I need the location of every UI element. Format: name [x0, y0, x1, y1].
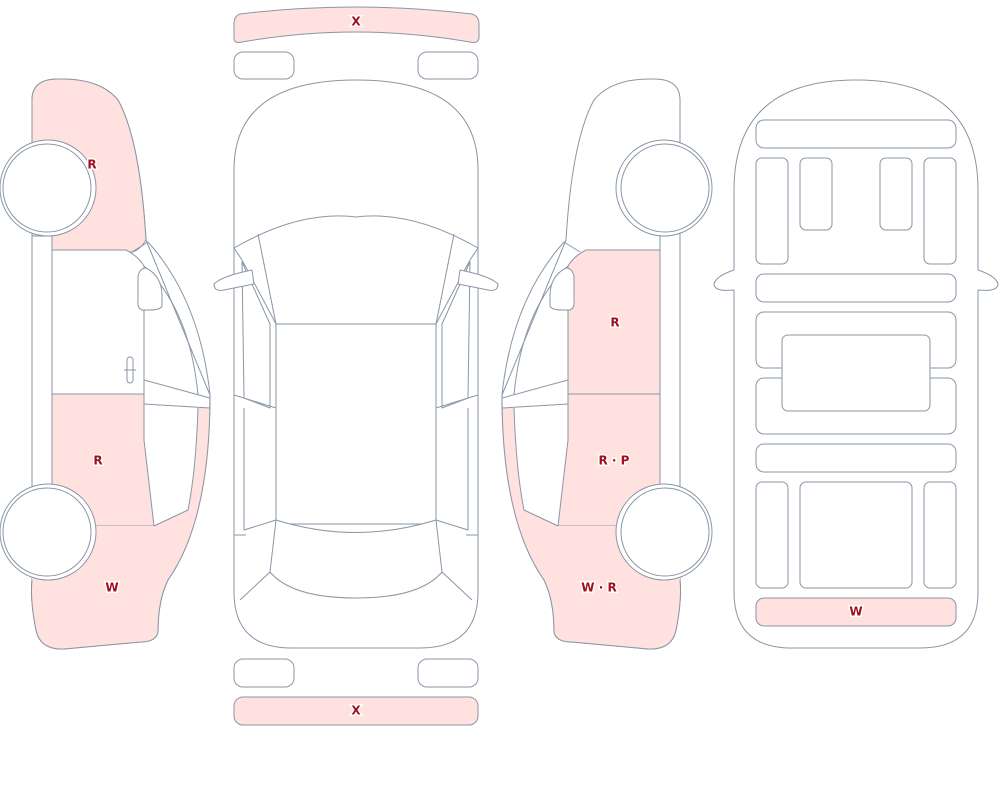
- right-rear-quarter-label: W · R: [581, 581, 616, 595]
- floor-panel-rear-label: W: [849, 605, 862, 619]
- right-front-door-label: R: [610, 316, 619, 330]
- rear-left-lamp[interactable]: [233, 658, 295, 688]
- rear-window[interactable]: [269, 519, 443, 599]
- floor-panel-front[interactable]: [755, 119, 957, 149]
- floor-panel-right-front[interactable]: [923, 157, 957, 265]
- floor-panel-left-rear[interactable]: [755, 481, 789, 589]
- underbody-view: W: [713, 79, 999, 649]
- right-side-view: R R · P W · R: [501, 78, 713, 650]
- left-rear-door-label: R: [93, 454, 102, 468]
- right-rear-door-label: R · P: [599, 454, 630, 468]
- floor-crossmember-rear[interactable]: [755, 443, 957, 473]
- left-rear-quarter-label: W: [105, 581, 118, 595]
- floor-panel-left-front[interactable]: [755, 157, 789, 265]
- front-right-lamp[interactable]: [417, 51, 479, 80]
- floor-panel-seat-left[interactable]: [799, 157, 833, 231]
- left-rear-quarter[interactable]: [31, 408, 211, 650]
- rear-right-lamp[interactable]: [417, 658, 479, 688]
- right-rear-quarter[interactable]: [502, 408, 681, 650]
- floor-crossmember-front[interactable]: [755, 273, 957, 303]
- top-right-mirror[interactable]: [457, 269, 499, 291]
- floor-spare-tire-well[interactable]: [799, 481, 913, 589]
- floor-panel-seat-right[interactable]: [879, 157, 913, 231]
- left-side-view: R R W: [0, 78, 211, 650]
- front-bumper-group[interactable]: X: [233, 6, 480, 43]
- front-bumper-label: X: [351, 15, 361, 29]
- rear-bumper-panel[interactable]: [233, 696, 479, 726]
- right-side-mirror[interactable]: [549, 267, 575, 311]
- rear-bumper-group[interactable]: X: [233, 696, 479, 726]
- left-front-fender-label: R: [87, 158, 96, 172]
- left-side-mirror[interactable]: [137, 267, 163, 311]
- rear-bumper-label: X: [351, 704, 361, 718]
- top-left-mirror[interactable]: [213, 269, 255, 291]
- front-left-lamp[interactable]: [233, 51, 295, 80]
- front-bumper-panel[interactable]: [233, 6, 480, 43]
- top-view-car: [213, 79, 499, 649]
- floor-panel-rear[interactable]: [755, 597, 957, 627]
- floor-center-tunnel[interactable]: [781, 334, 931, 412]
- windshield[interactable]: [233, 215, 479, 325]
- floor-panel-right-rear[interactable]: [923, 481, 957, 589]
- roof-panel[interactable]: [275, 323, 437, 525]
